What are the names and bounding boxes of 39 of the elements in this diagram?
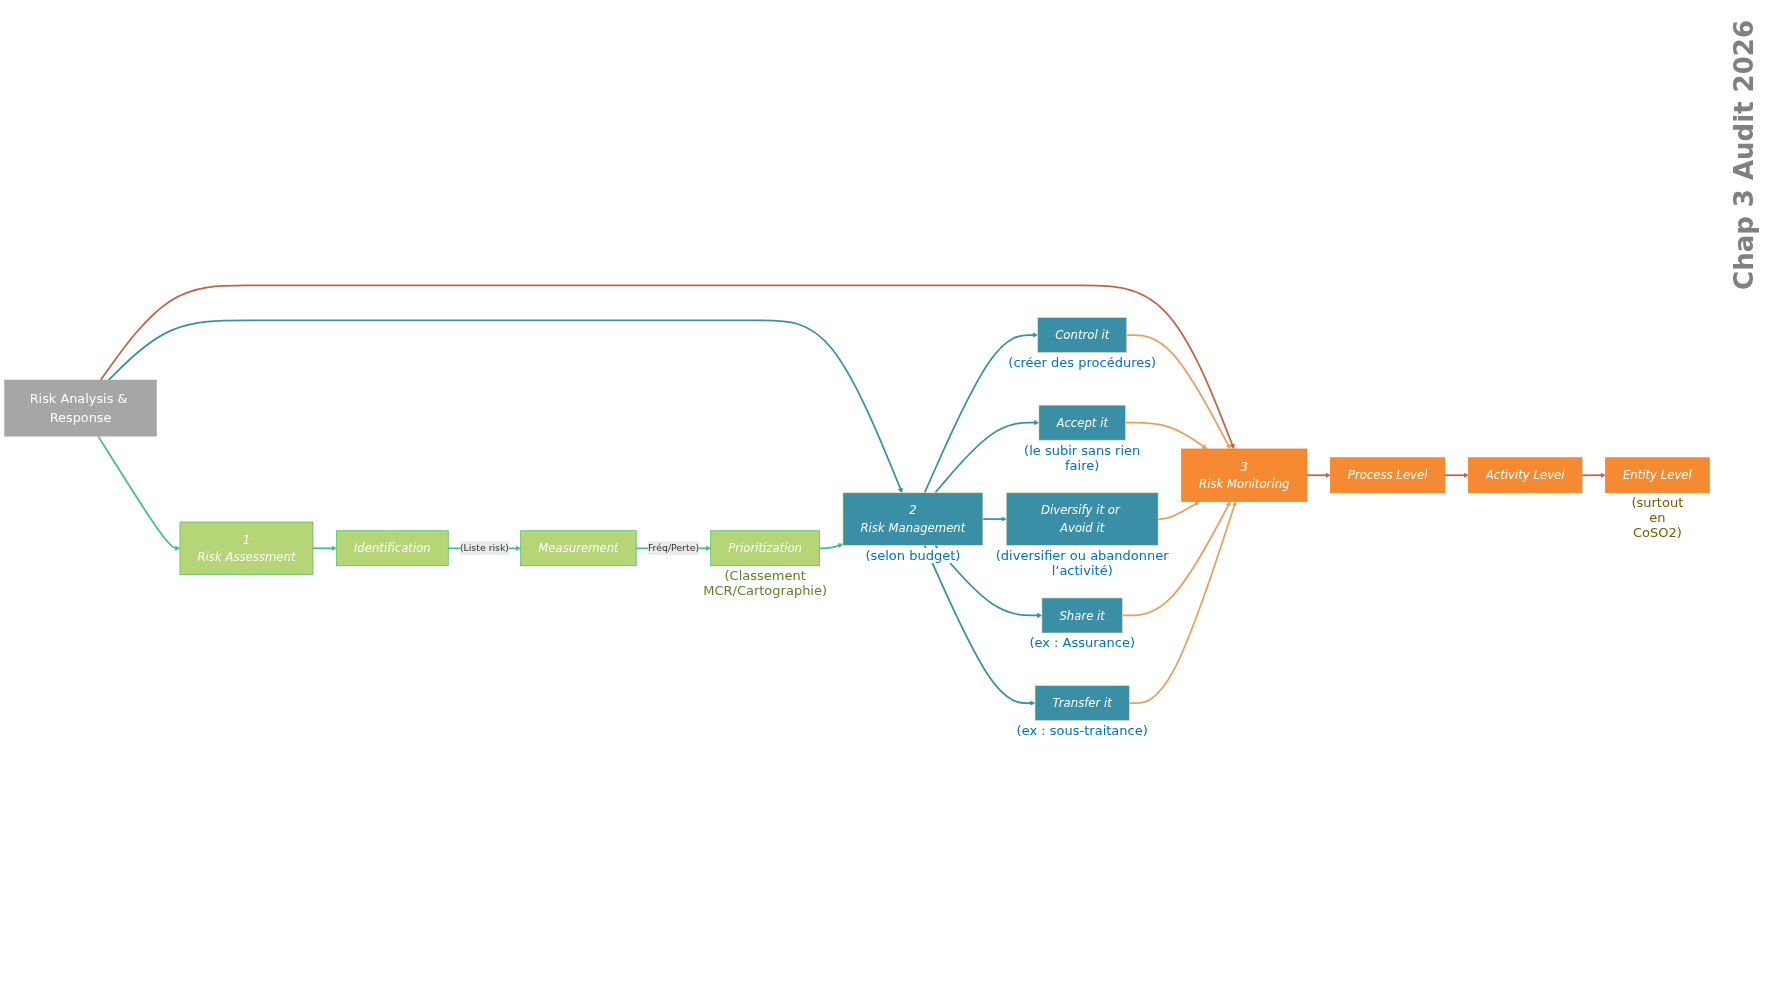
arrow <box>107 319 903 493</box>
node-caption: (ex : sous-traitance) <box>1014 723 1150 739</box>
node-box: Accept it <box>1038 404 1126 440</box>
arrow <box>923 543 1036 706</box>
arrow <box>982 516 1007 522</box>
arrow <box>934 419 1040 494</box>
node-box: Risk Analysis & Response <box>4 379 157 436</box>
node-box: Prioritization <box>710 529 820 566</box>
node-box: Control it <box>1037 316 1128 353</box>
arrow <box>818 542 844 549</box>
arrow <box>1306 472 1331 478</box>
node-box: 2 Risk Management <box>842 492 984 546</box>
arrow <box>1121 500 1231 616</box>
edge-label: (Liste risk) <box>459 541 509 554</box>
node-box: Entity Level <box>1605 456 1710 493</box>
footer-note: Chap 3 Audit 2026 <box>1729 20 1759 290</box>
node-caption: (surtout en CoSO2) <box>1629 495 1686 541</box>
node-box: 1 Risk Assessment <box>179 521 314 575</box>
edge-label: Fréq/Perte) <box>647 541 700 554</box>
node-box: Activity Level <box>1468 456 1583 493</box>
arrow <box>923 331 1038 494</box>
node-box: Share it <box>1041 597 1123 633</box>
node-caption: (ex : Assurance) <box>1027 635 1137 651</box>
arrow <box>1128 500 1237 704</box>
node-box: Identification <box>336 529 449 566</box>
arrow <box>1125 333 1231 449</box>
node-box: Measurement <box>520 529 637 566</box>
node-box: Process Level <box>1330 456 1446 493</box>
arrow <box>1581 472 1606 478</box>
arrow <box>1444 472 1469 478</box>
node-box: 3 Risk Monitoring <box>1181 448 1308 502</box>
node-box: Diversify it or Avoid it <box>1005 492 1159 546</box>
node-caption: (selon budget) <box>863 547 963 563</box>
arrow <box>1157 500 1200 520</box>
arrow <box>312 545 337 551</box>
node-box: Transfer it <box>1034 684 1130 721</box>
arrow <box>1124 421 1208 449</box>
arrow <box>97 434 181 551</box>
arrow <box>99 284 1235 449</box>
